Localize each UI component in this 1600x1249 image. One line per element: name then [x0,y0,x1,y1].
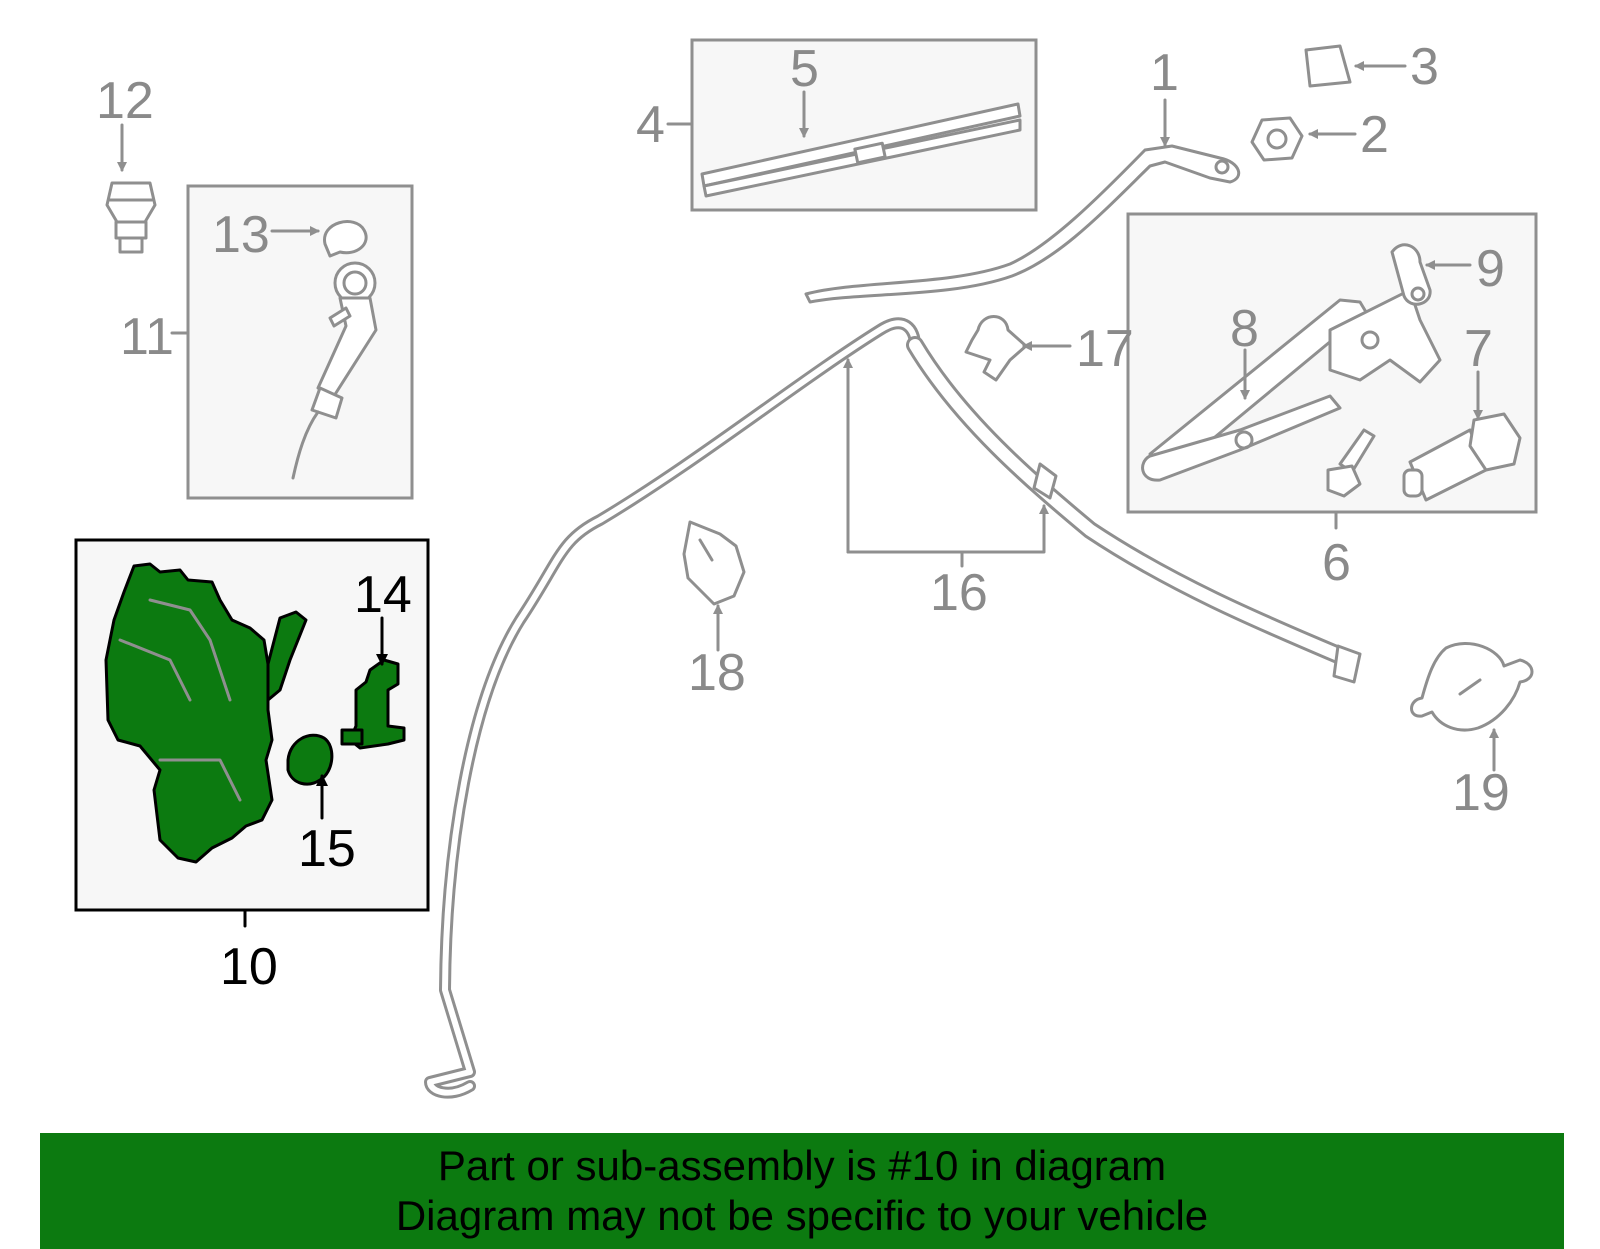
grommet-15-icon[interactable] [286,733,334,786]
callout-5: 5 [790,40,819,98]
callout-3: 3 [1410,38,1439,96]
filler-neck-11-icon [291,261,378,480]
washer-reservoir-10-icon[interactable] [104,562,308,864]
callout-10[interactable]: 10 [220,938,278,996]
callout-6: 6 [1322,534,1351,592]
callout-17: 17 [1076,320,1134,378]
callout-16: 16 [930,564,988,622]
callout-1: 1 [1150,44,1179,102]
clip-17-icon [964,315,1028,382]
pivot-9-icon [1390,243,1432,306]
box-11 [186,184,414,500]
wiper-arm-1-icon [804,144,1241,304]
callout-11: 11 [120,308,174,366]
wiper-blade-5-icon [700,102,1022,198]
callout-9: 9 [1476,240,1505,298]
callout-18: 18 [688,644,746,702]
callout-13: 13 [212,206,270,264]
washer-hose-16-icon [424,317,1362,1099]
callout-8: 8 [1230,300,1259,358]
bracket-18-icon [682,520,746,606]
bolt-icon [1326,428,1376,498]
wiper-motor-7-icon [1402,412,1522,502]
callout-12: 12 [96,72,154,130]
pump-19-icon [1410,642,1534,732]
banner-line-2: Diagram may not be specific to your vehi… [395,1192,1209,1239]
callout-7: 7 [1464,320,1493,378]
clip-12-icon [105,181,157,254]
filler-cap-13-icon [323,220,368,258]
callout-19: 19 [1452,764,1510,822]
nut-2-icon [1250,116,1304,162]
callout-14[interactable]: 14 [354,566,412,624]
callout-4: 4 [636,96,665,154]
part-info-banner: Part or sub-assembly is #10 in diagram D… [40,1133,1564,1249]
wiper-linkage-8-icon [1141,288,1442,482]
callout-15[interactable]: 15 [298,820,356,878]
pivot-cap-3-icon [1304,44,1352,88]
banner-line-1: Part or sub-assembly is #10 in diagram [437,1142,1167,1189]
callout-2: 2 [1360,106,1389,164]
washer-pump-14-icon[interactable] [340,658,406,750]
